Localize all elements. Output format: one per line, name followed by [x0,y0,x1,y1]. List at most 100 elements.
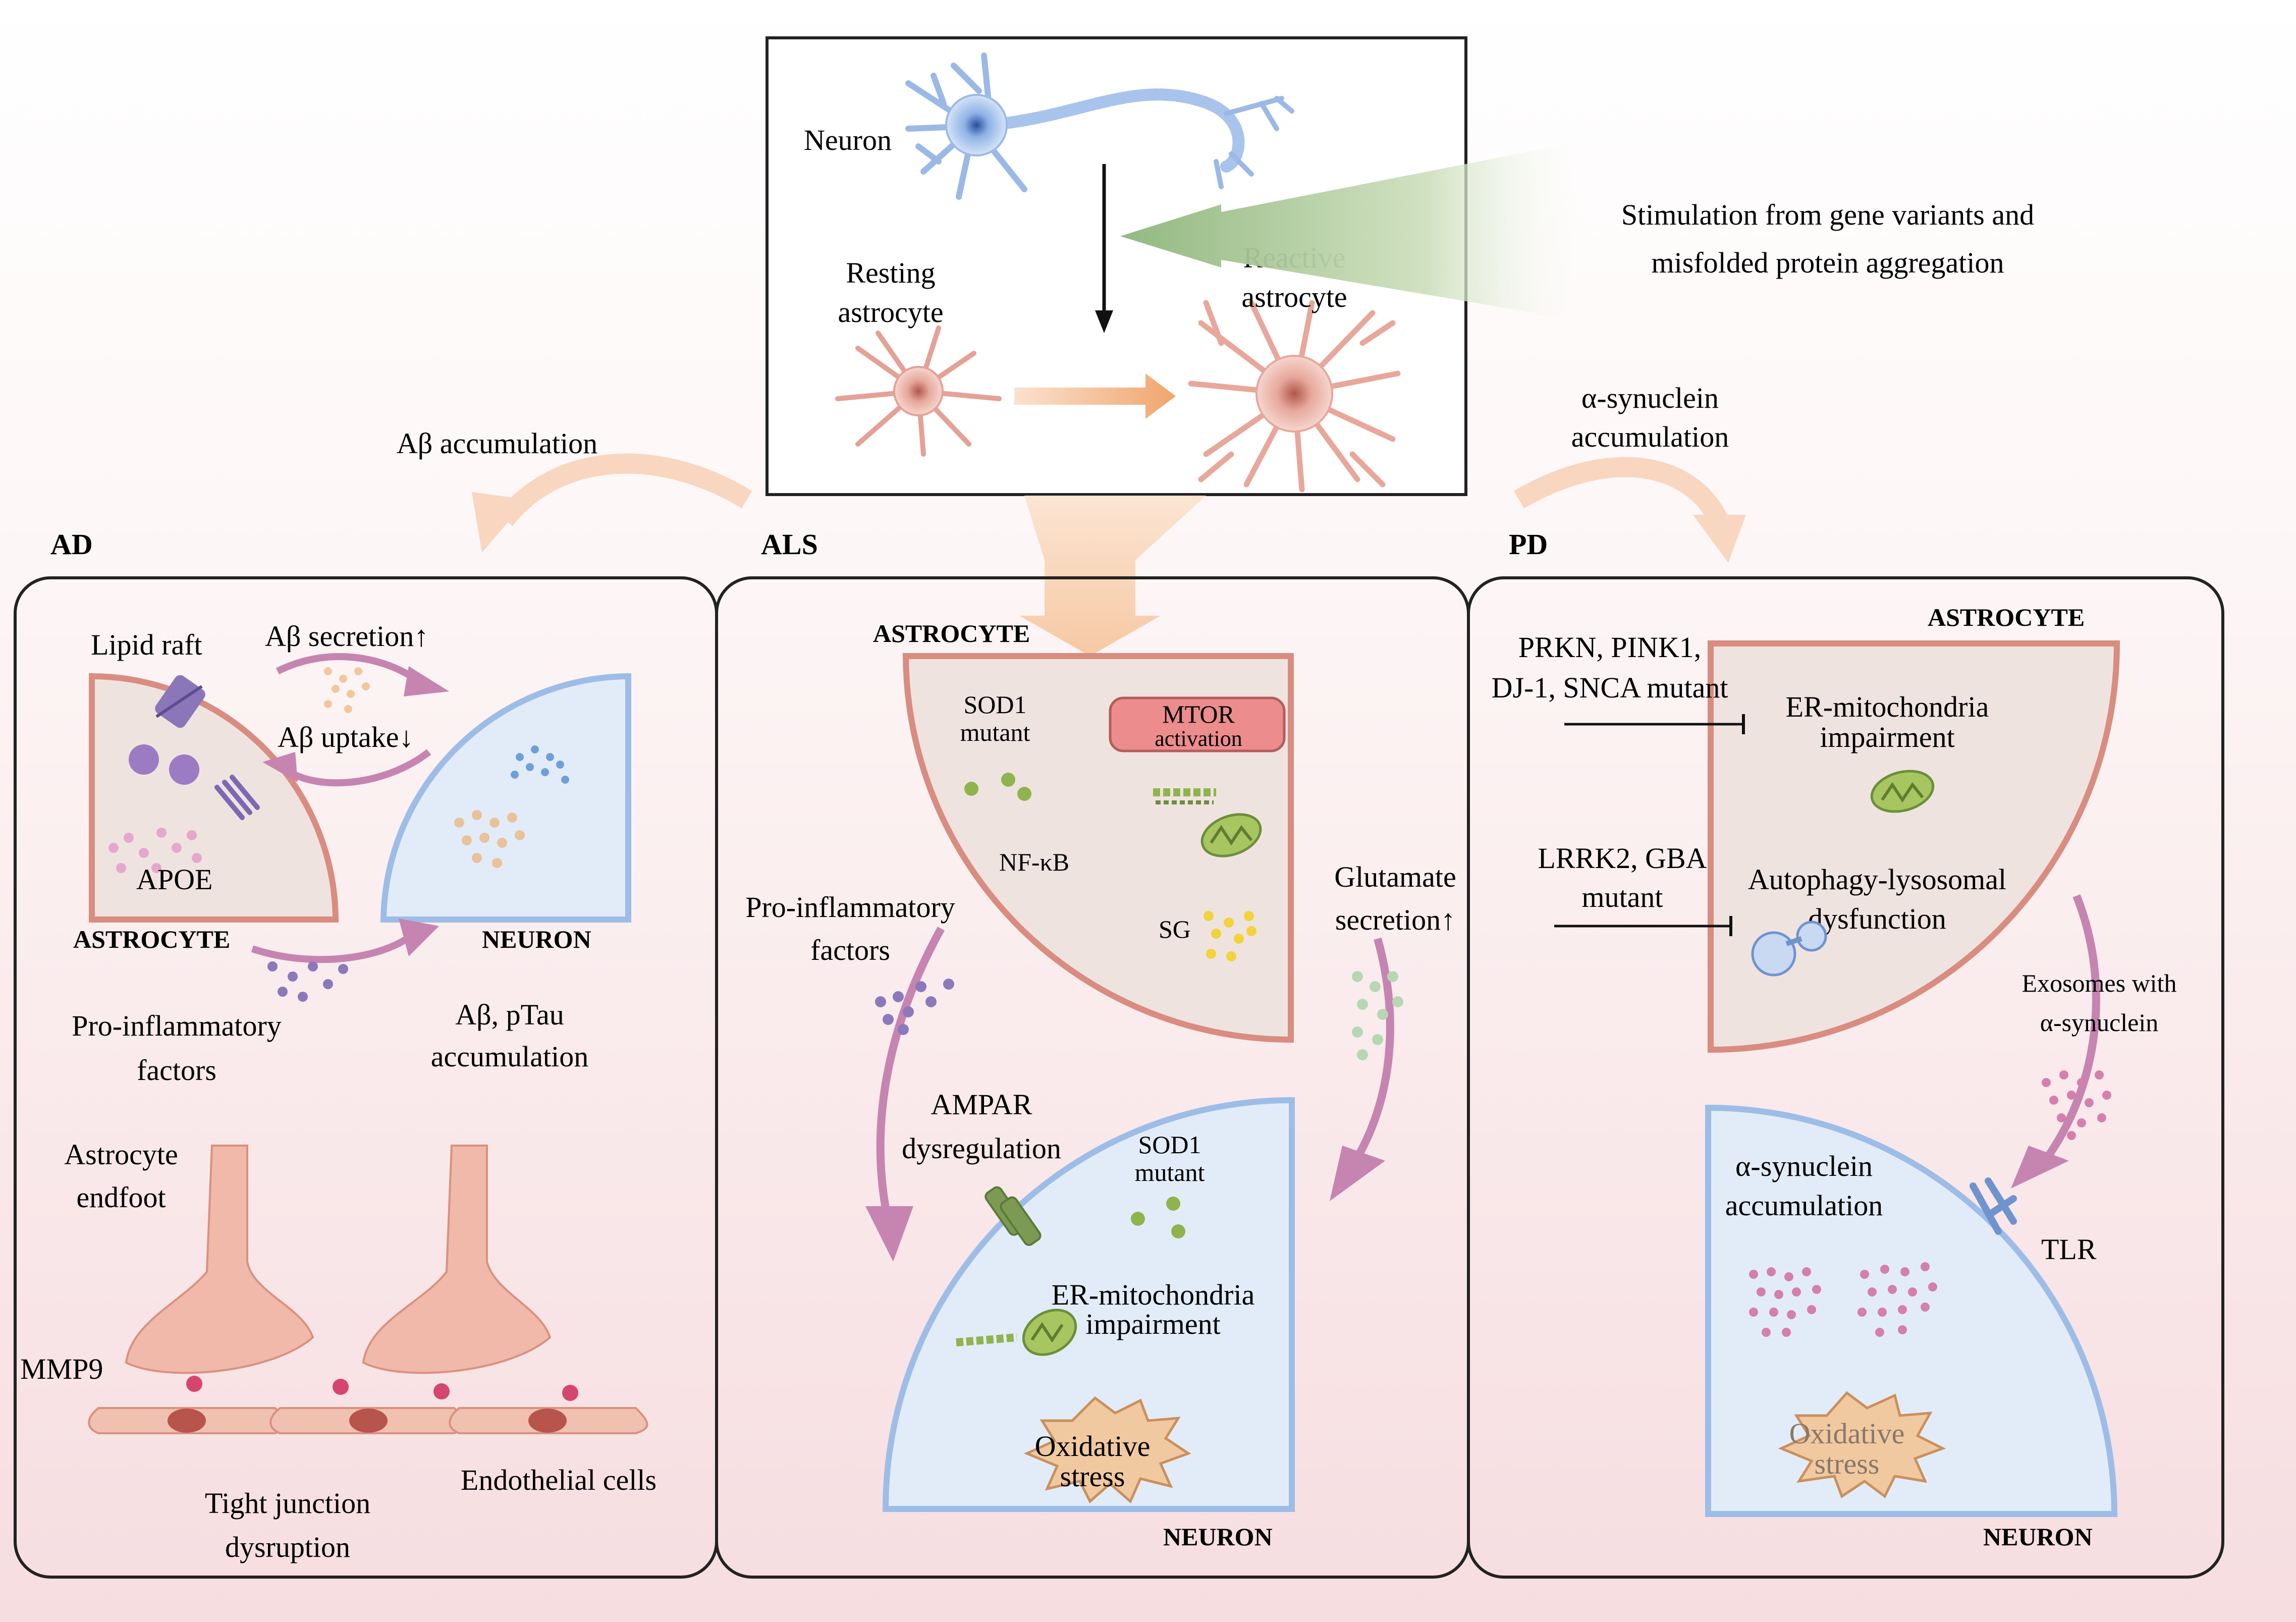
pd-er-label-2: impairment [1820,721,1954,753]
mmp9-dots [186,1376,578,1401]
glutamate-arrow [1349,937,1394,1168]
als-er-icon [1153,788,1216,804]
exosomes-label-1: Exosomes with [2022,969,2177,997]
ab-uptake-arrow [280,749,431,787]
neuron-down-arrowhead [1095,310,1113,333]
mmp9-label: MMP9 [20,1353,103,1385]
pd-autophagy-label-2: dysfunction [1808,902,1946,935]
ad-proinflammatory-arrow [251,931,416,963]
activation-arrow [1014,373,1176,419]
ad-neuron-blue-particles [511,745,569,784]
pd-mitochondria-icon [1870,770,1935,813]
ad-neuron-label: NEURON [482,925,591,953]
asyn-accumulation-label-2: accumulation [1571,420,1729,453]
resting-astrocyte-label-2: astrocyte [838,296,943,329]
stimulation-label-1: Stimulation from gene variants and [1621,198,2034,231]
tlr-receptor-icon [1970,1177,2017,1235]
pd-asyn-label-1: α-synuclein [1735,1150,1873,1182]
exosome-particles [2042,1070,2111,1140]
neuron-sod1-dots [1131,1197,1185,1238]
ampar-label-1: AMPAR [931,1088,1032,1121]
ab-secretion-arrow [276,653,421,684]
endothelial-cells-icon [88,1407,648,1434]
mtor-label-2: activation [1155,726,1242,751]
ad-astrocyte-label: ASTROCYTE [73,925,230,953]
als-sod1-label-1: SOD1 [963,690,1026,719]
ab-secretion-label: Aβ secretion↑ [265,620,428,653]
glutamate-arrowhead [1330,1146,1385,1201]
pd-oxidative-label-1: Oxidative [1789,1417,1905,1450]
apoe-label: APOE [136,863,212,896]
ad-neuron-ab-particles [454,810,525,868]
tight-junction-label-2: dysruption [225,1531,350,1563]
lipid-raft-label: Lipid raft [91,628,202,661]
pd-asyn-particles [1749,1262,1937,1337]
als-neuron-quarter [882,1097,1295,1512]
als-mitochondria-icon [1200,813,1262,857]
als-sod1-label-2: mutant [960,718,1030,746]
mtor-activation-box [1109,696,1286,752]
als-oxidative-stress-burst [1023,1396,1191,1504]
mtor-label-1: MTOR [1162,700,1235,728]
tight-junction-label-1: Tight junction [205,1487,370,1520]
ad-astrocyte-quarter [89,673,339,923]
reactive-astrocyte-label-2: astrocyte [1241,281,1347,313]
ad-proinflammatory-particles [267,961,348,1002]
asyn-accumulation-arrow [1513,457,1730,529]
sg-dots [1204,911,1256,961]
als-proinflammatory-arrowhead [865,1206,913,1262]
ab-secretion-arrowhead [404,666,449,696]
ampar-receptor-icon [985,1186,1042,1246]
pd-asyn-label-2: accumulation [1725,1189,1883,1222]
pd-er-label-1: ER-mitochondria [1786,690,1989,723]
ad-proinflammatory-arrowhead [399,918,439,956]
stimulation-label-2: misfolded protein aggregation [1651,246,2004,279]
als-oxidative-label-2: stress [1060,1460,1125,1493]
pd-astrocyte-label: ASTROCYTE [1928,603,2085,631]
resting-astrocyte-icon [835,326,1002,457]
als-oxidative-label-1: Oxidative [1035,1430,1151,1463]
stimulation-arrow [1120,139,1595,323]
als-er-label-2: impairment [1085,1308,1220,1340]
nfkb-label: NF-κB [999,848,1069,876]
neuron-er-icon [956,1309,1077,1356]
endfoot-label-1: Astrocyte [64,1138,178,1171]
asyn-accumulation-arrowhead [1693,515,1746,563]
tlr-label: TLR [2041,1233,2097,1266]
asyn-accumulation-label-1: α-synuclein [1581,382,1719,414]
als-er-label-1: ER-mitochondria [1052,1278,1255,1311]
als-astrocyte-label: ASTROCYTE [873,619,1030,647]
ampar-label-2: dysregulation [902,1132,1061,1165]
pd-title: PD [1509,528,1548,561]
exosome-arrowhead [2011,1146,2069,1188]
glutamate-label-2: secretion↑ [1335,903,1455,936]
ab-ptau-label-1: Aβ, pTau [455,998,564,1031]
als-proinflammatory-label-2: factors [810,934,890,966]
ab-accumulation-arrowhead [472,492,527,553]
glutamate-label-1: Glutamate [1334,860,1456,893]
neuron-sod1-label-2: mutant [1135,1158,1205,1186]
endothelial-cells-label: Endothelial cells [461,1464,657,1496]
exosomes-label-2: α-synuclein [2040,1008,2158,1037]
apoe-particles [108,828,202,873]
pd-oxidative-label-2: stress [1815,1447,1880,1480]
ab-accumulation-label: Aβ accumulation [397,427,597,460]
sg-label: SG [1159,915,1191,943]
als-neuron-label: NEURON [1163,1523,1273,1551]
neuron-sod1-label-1: SOD1 [1138,1130,1201,1159]
als-down-arrow [1019,496,1206,656]
ab-ptau-label-2: accumulation [431,1040,588,1073]
als-proinflammatory-particles [875,979,954,1035]
pd-lrrk-label-1: LRRK2, GBA [1538,842,1707,875]
ad-title: AD [50,528,93,561]
ab-uptake-arrowhead [262,752,298,782]
neuron-label: Neuron [804,124,892,156]
als-title: ALS [761,528,818,561]
exosome-arrow [2038,894,2100,1168]
ad-organelles-icon [129,744,260,820]
pd-genes-label-2: DJ-1, SNCA mutant [1492,671,1728,704]
lipid-raft-icon [155,675,205,728]
pd-oxidative-stress-burst [1778,1391,1946,1498]
pd-panel [1467,576,2224,1579]
resting-astrocyte-label-1: Resting [846,256,935,289]
